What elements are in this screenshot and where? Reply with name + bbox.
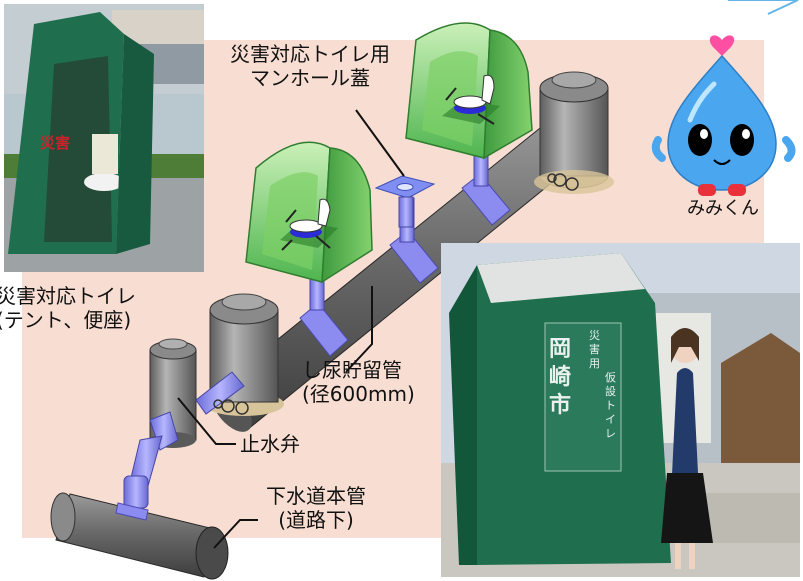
main-sewer-pipe bbox=[50, 492, 229, 580]
okazaki-sign-main: 岡崎市 bbox=[549, 336, 572, 418]
storage-pipe-label-line1: し尿貯留管 bbox=[302, 358, 402, 382]
okazaki-sign-sub2: 仮設トイレ bbox=[605, 371, 616, 440]
manhole-cover-label-line2: マンホール蓋 bbox=[250, 66, 370, 90]
base-stones bbox=[213, 173, 579, 415]
main-sewer-label-line1: 下水道本管 bbox=[266, 484, 366, 508]
manhole-cover-label: 災害対応トイレ用 マンホール蓋 bbox=[212, 42, 408, 90]
tent-toilet-label: 災害対応トイレ (テント、便座) bbox=[0, 284, 136, 332]
okazaki-tent-photo: 岡崎市 災害用 仮設トイレ bbox=[441, 243, 800, 577]
mascot bbox=[648, 0, 803, 220]
tent-toilet-label-line1: 災害対応トイレ bbox=[0, 284, 136, 308]
tent-toilet-label-line2: (テント、便座) bbox=[0, 308, 132, 332]
manhole-cover-plate bbox=[374, 175, 436, 228]
okazaki-sign-sub1: 災害用 bbox=[589, 329, 600, 370]
storage-pipe-label-line2: (径600mm) bbox=[302, 382, 415, 406]
callout-lines bbox=[177, 109, 405, 549]
connector-pipes bbox=[123, 371, 245, 509]
tent-toilet-left bbox=[245, 141, 373, 284]
tent-mark-text: 災害 bbox=[40, 134, 71, 152]
storage-pipe-label: し尿貯留管 (径600mm) bbox=[302, 358, 415, 406]
mascot-name-label: みみくん bbox=[687, 198, 759, 219]
main-sewer-label: 下水道本管 (道路下) bbox=[256, 484, 376, 532]
manhole-cover-label-line1: 災害対応トイレ用 bbox=[230, 42, 390, 66]
main-sewer-label-line2: (道路下) bbox=[278, 508, 354, 532]
mascot-heart bbox=[709, 35, 735, 56]
manhole-right bbox=[534, 71, 614, 194]
stop-valve-label: 止水弁 bbox=[240, 432, 300, 456]
tent-toilet-photo: 災害 bbox=[4, 4, 204, 272]
tent-toilet-right bbox=[405, 22, 533, 160]
